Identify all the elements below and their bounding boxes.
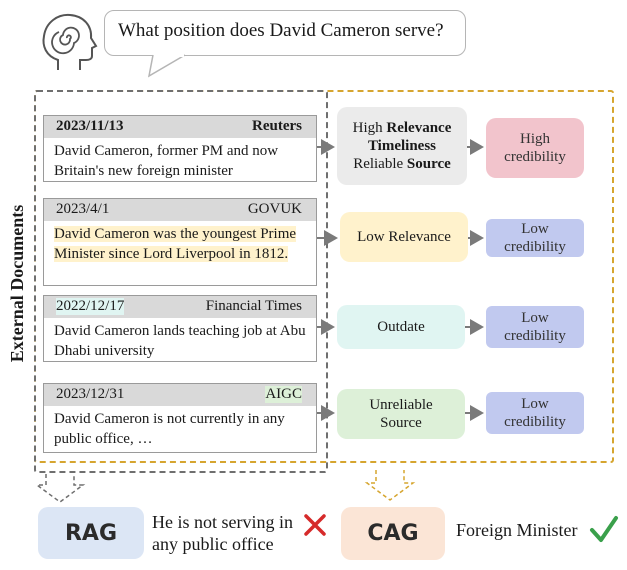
document-source: Financial Times bbox=[205, 298, 302, 314]
cag-answer: Foreign Minister bbox=[456, 520, 578, 540]
document-text: David Cameron is not currently in any pu… bbox=[54, 411, 285, 447]
document-header: 2023/4/1 GOVUK bbox=[44, 199, 316, 221]
cag-box: CAG bbox=[341, 507, 445, 560]
speech-bubble bbox=[104, 10, 466, 56]
document-date: 2023/4/1 bbox=[56, 201, 110, 217]
assessment-box-3: Outdate bbox=[337, 305, 465, 349]
assessment-box-4: Unreliable Source bbox=[337, 389, 465, 439]
document-date: 2023/11/13 bbox=[56, 118, 124, 134]
document-header: 2022/12/17 Financial Times bbox=[44, 296, 316, 318]
document-source: AIGC bbox=[265, 386, 302, 403]
document-card-1: 2023/11/13 Reuters David Cameron, former… bbox=[43, 115, 317, 182]
assessment-box-2: Low Relevance bbox=[340, 212, 468, 262]
check-icon bbox=[590, 516, 618, 542]
document-source: GOVUK bbox=[247, 201, 302, 217]
document-text: David Cameron, former PM and now Britain… bbox=[54, 143, 279, 179]
rag-answer: He is not serving in any public office bbox=[152, 512, 293, 554]
document-card-4: 2023/12/31 AIGC David Cameron is not cur… bbox=[43, 383, 317, 453]
cross-icon bbox=[304, 514, 326, 536]
document-source: Reuters bbox=[252, 118, 302, 134]
document-card-3: 2022/12/17 Financial Times David Cameron… bbox=[43, 295, 317, 362]
rag-box: RAG bbox=[38, 507, 144, 559]
speech-bubble-tail bbox=[147, 54, 186, 78]
rag-down-arrow bbox=[34, 474, 86, 503]
assessment-box-1: High Relevance Timeliness Reliable Sourc… bbox=[337, 107, 467, 185]
documents-dashed-frame bbox=[34, 90, 328, 473]
question-text: What position does David Cameron serve? bbox=[118, 20, 444, 41]
document-text: David Cameron lands teaching job at Abu … bbox=[54, 323, 306, 359]
document-date: 2022/12/17 bbox=[56, 298, 125, 315]
cag-down-arrow bbox=[364, 470, 416, 501]
document-text: David Cameron was the youngest Prime Min… bbox=[54, 226, 297, 262]
thinking-head-icon bbox=[42, 13, 98, 70]
document-date: 2023/12/31 bbox=[56, 386, 125, 402]
document-header: 2023/11/13 Reuters bbox=[44, 116, 316, 138]
document-header: 2023/12/31 AIGC bbox=[44, 384, 316, 406]
document-card-2: 2023/4/1 GOVUK David Cameron was the you… bbox=[43, 198, 317, 286]
